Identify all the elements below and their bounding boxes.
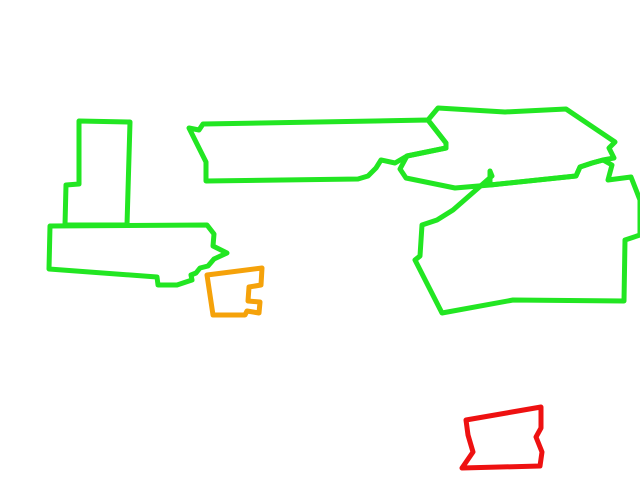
green-region-left-wide[interactable] xyxy=(46,222,230,288)
green-region-tall-rect[interactable] xyxy=(62,118,133,228)
red-region-bottom[interactable] xyxy=(459,404,545,471)
green-region-top-band[interactable] xyxy=(186,117,449,184)
green-region-top-right[interactable] xyxy=(397,105,618,191)
orange-region-small[interactable] xyxy=(204,265,265,318)
green-region-right-large[interactable] xyxy=(412,157,640,316)
